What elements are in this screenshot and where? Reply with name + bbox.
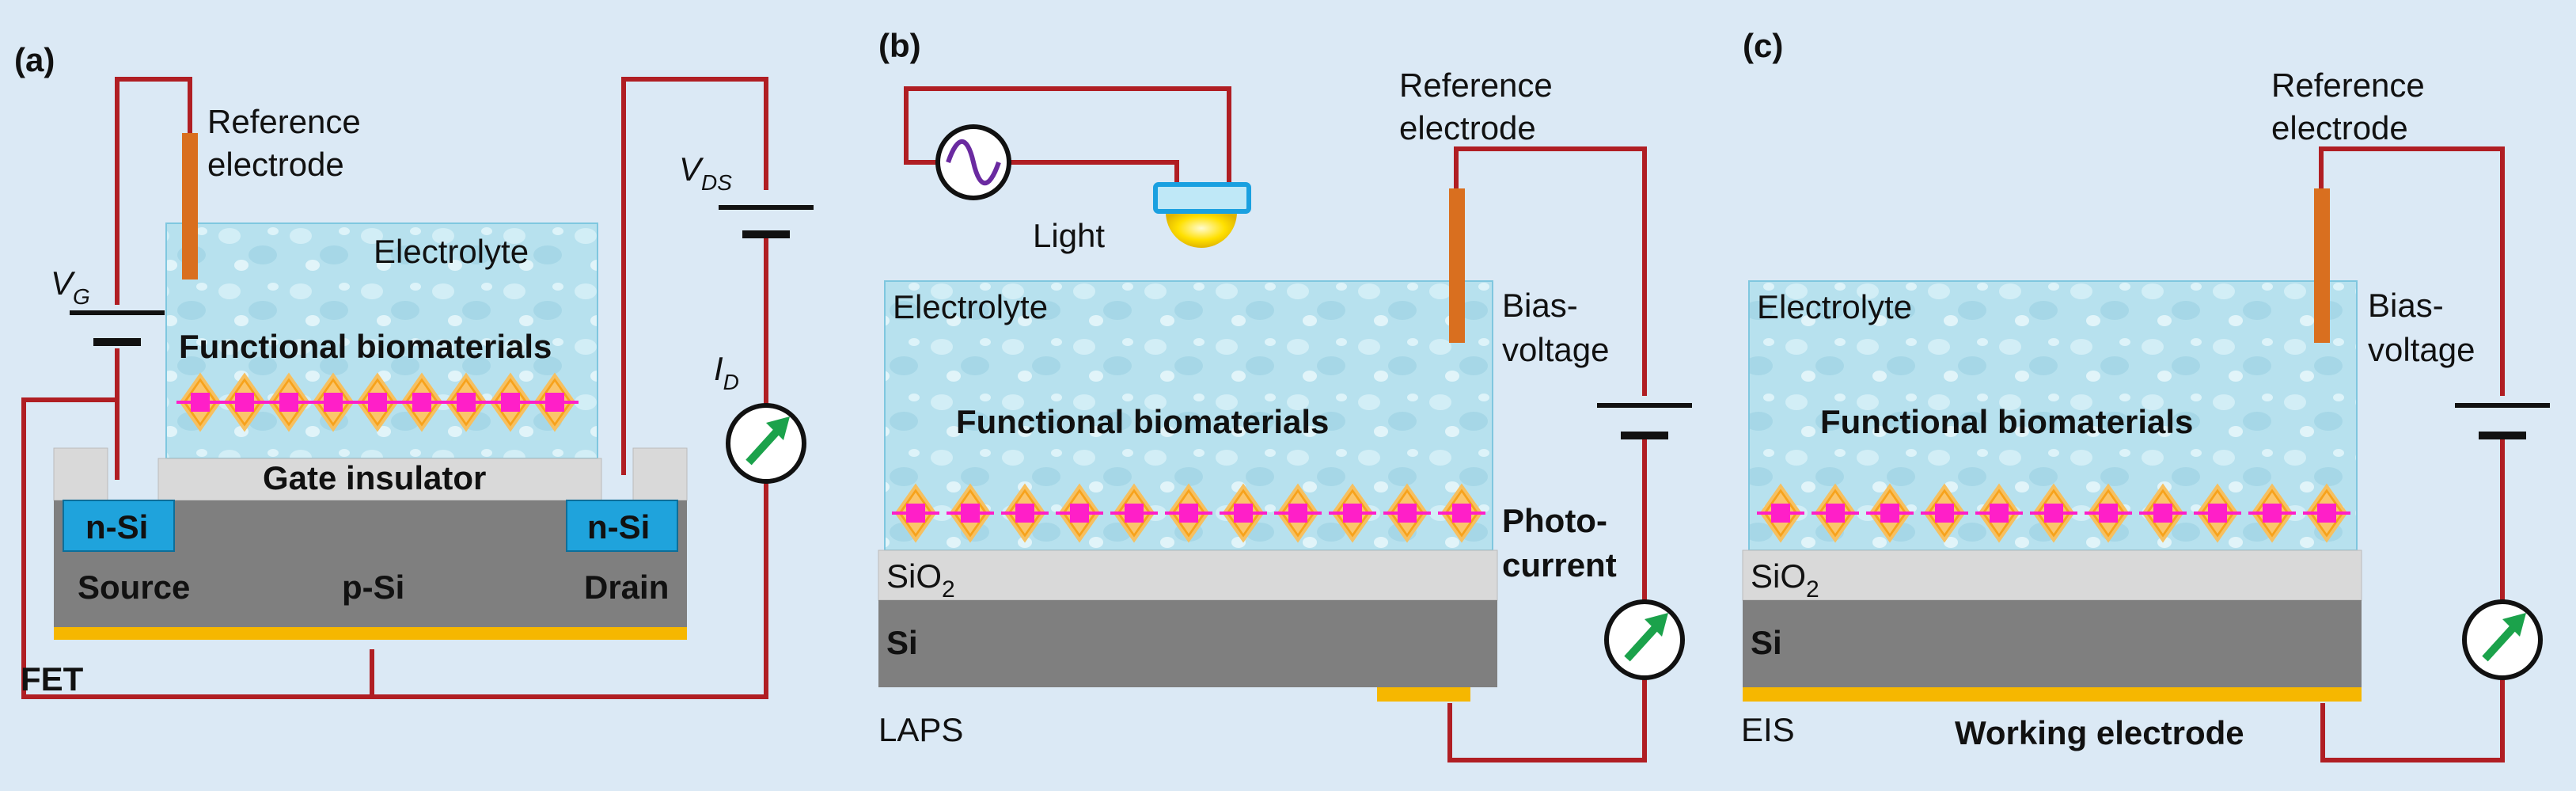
fet-reference-electrode xyxy=(182,133,198,280)
n-si-drain-region xyxy=(566,500,678,552)
laps-reference-electrode xyxy=(1449,188,1465,343)
laps-biomaterials-label: Functional biomaterials xyxy=(956,403,1329,440)
vds-battery-icon xyxy=(719,193,814,238)
laps-bias-label-line1: Bias- xyxy=(1502,287,1578,324)
panel-a: (a) Reference electrode Electrolyte Func… xyxy=(8,8,823,780)
laps-wires xyxy=(904,86,1647,762)
working-electrode-contact xyxy=(1743,687,2362,702)
eis-reference-label-line2: electrode xyxy=(2271,109,2408,146)
laps-sio2-label: SiO2 xyxy=(886,557,955,603)
panel-b-tag: (b) xyxy=(878,27,921,64)
vds-label: VDS xyxy=(679,150,732,195)
p-si-label: p-Si xyxy=(342,569,404,606)
laps-bias-label-line2: voltage xyxy=(1502,331,1609,368)
eis-reference-label-line1: Reference xyxy=(2271,67,2425,104)
eis-ammeter-icon xyxy=(2462,599,2543,680)
eis-device-label: EIS xyxy=(1741,711,1795,748)
laps-back-contact xyxy=(1377,687,1470,702)
fet-spacer-left xyxy=(53,447,108,501)
light-label: Light xyxy=(1033,217,1105,254)
panel-a-tag: (a) xyxy=(14,41,55,78)
panel-c-tag: (c) xyxy=(1743,27,1783,64)
eis-electrolyte-label: Electrolyte xyxy=(1757,288,1912,325)
fet-ammeter-icon xyxy=(726,403,806,484)
fet-electrolyte-label: Electrolyte xyxy=(374,233,529,270)
fet-spacer-right xyxy=(632,447,688,501)
fet-reference-label-line2: electrode xyxy=(207,146,344,183)
laps-ammeter-icon xyxy=(1604,599,1685,680)
drain-label: Drain xyxy=(584,569,669,606)
fet-biomaterials-label: Functional biomaterials xyxy=(179,328,552,365)
fet-reference-label-line1: Reference xyxy=(207,103,361,140)
gate-insulator-label: Gate insulator xyxy=(263,459,486,496)
eis-sio2-label: SiO2 xyxy=(1751,557,1819,603)
photocurrent-label-line1: Photo- xyxy=(1502,502,1607,539)
fet-back-contact xyxy=(54,627,687,640)
eis-wires xyxy=(2319,146,2505,762)
laps-si-layer xyxy=(878,600,1497,687)
n-si-right-label: n-Si xyxy=(587,508,650,546)
photocurrent-label-line2: current xyxy=(1502,546,1617,584)
eis-si-label: Si xyxy=(1751,624,1782,661)
laps-reference-label-line1: Reference xyxy=(1399,67,1553,104)
eis-si-layer xyxy=(1743,600,2362,687)
n-si-left-label: n-Si xyxy=(85,508,148,546)
laps-si-label: Si xyxy=(886,624,918,661)
vg-label: VG xyxy=(51,264,90,309)
source-label: Source xyxy=(78,569,190,606)
gate-insulator-layer xyxy=(157,458,602,501)
id-label: ID xyxy=(714,350,739,394)
laps-sio2-layer xyxy=(878,550,1498,601)
ac-source-icon xyxy=(935,124,1011,200)
working-electrode-label: Working electrode xyxy=(1955,714,2244,751)
laps-device-label: LAPS xyxy=(878,711,963,748)
eis-sio2-layer xyxy=(1742,550,2362,601)
laps-electrolyte-label: Electrolyte xyxy=(893,288,1048,325)
light-source-icon xyxy=(1153,182,1251,248)
eis-biomaterials-label: Functional biomaterials xyxy=(1820,403,2193,440)
fet-wires xyxy=(21,77,768,699)
panel-b: (b) Light Reference electrode Electrolyt… xyxy=(843,8,1692,780)
eis-bias-label-line2: voltage xyxy=(2368,331,2475,368)
laps-battery-icon xyxy=(1597,400,1692,439)
eis-battery-icon xyxy=(2455,400,2550,439)
fet-device-label: FET xyxy=(21,660,84,698)
eis-bias-label-line1: Bias- xyxy=(2368,287,2444,324)
vg-battery-icon xyxy=(70,305,165,348)
panel-c: (c) Reference electrode Electrolyte Bias… xyxy=(1702,8,2568,780)
laps-reference-label-line2: electrode xyxy=(1399,109,1536,146)
n-si-source-region xyxy=(63,500,175,552)
eis-reference-electrode xyxy=(2314,188,2330,343)
